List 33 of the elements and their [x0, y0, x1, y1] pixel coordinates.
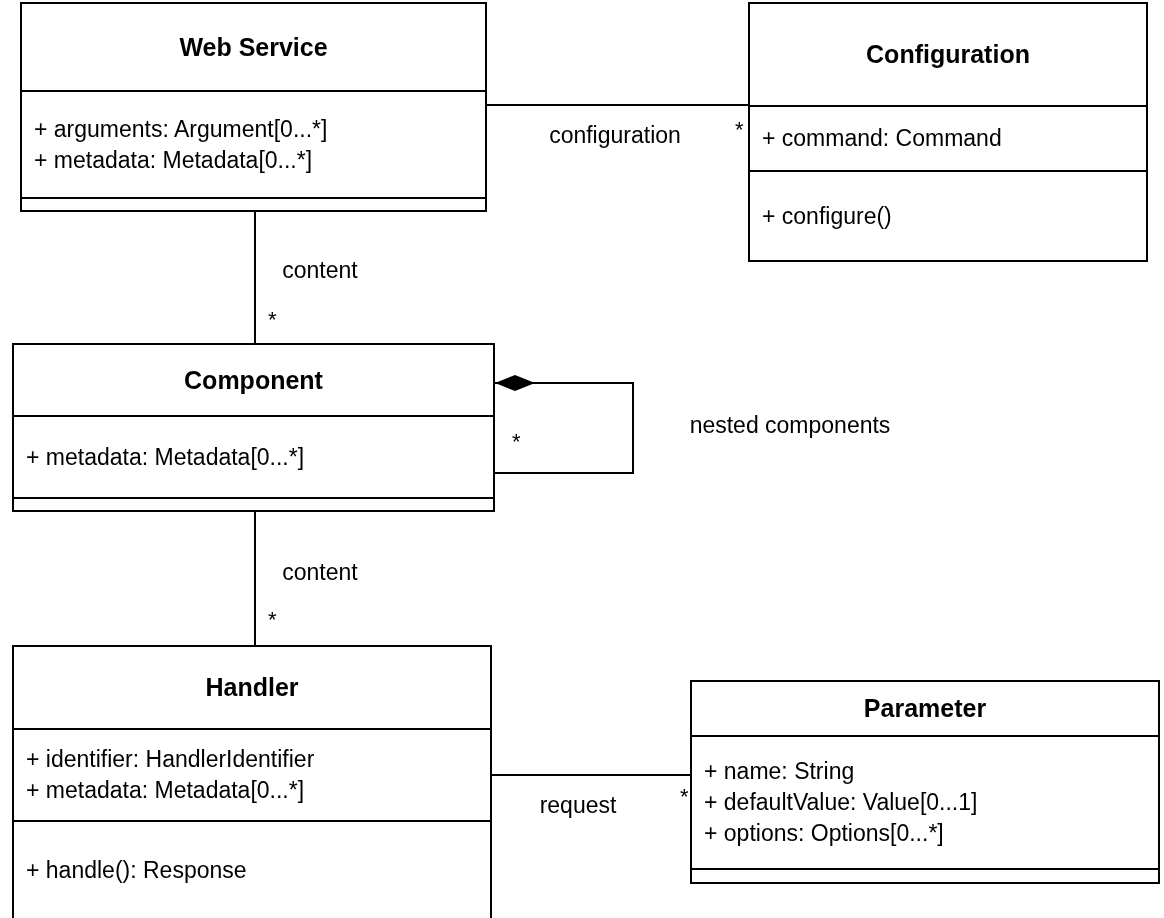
class-name: Web Service [178, 32, 329, 62]
attribute-text: + metadata: Metadata[0...*] [26, 442, 306, 472]
class-box [12, 343, 495, 512]
class-box [20, 2, 487, 212]
class-name: Configuration [865, 40, 1031, 69]
multiplicity-label: * [512, 430, 521, 454]
association-line [494, 375, 634, 474]
association-line [254, 511, 256, 646]
multiplicity-label: * [268, 308, 277, 332]
class-name: Handler [204, 673, 300, 702]
association-line [491, 774, 691, 776]
edge-label: nested components [689, 412, 891, 438]
attribute-text: + name: String [704, 757, 856, 786]
method-text: + configure() [762, 201, 893, 231]
attribute-text: + options: Options[0...*] [704, 819, 945, 848]
class-name: Parameter [862, 694, 988, 723]
attribute-text: + metadata: Metadata[0...*] [34, 145, 314, 175]
attribute-text: + metadata: Metadata[0...*] [26, 776, 306, 805]
edge-label: configuration [549, 122, 681, 148]
class-box [748, 2, 1148, 262]
multiplicity-label: * [680, 785, 689, 809]
association-line [254, 211, 256, 344]
attribute-text: + identifier: HandlerIdentifier [26, 745, 316, 774]
class-box [690, 680, 1160, 884]
association-line [486, 104, 749, 106]
attribute-text: + command: Command [762, 124, 1003, 153]
multiplicity-label: * [268, 608, 277, 632]
attribute-text: + defaultValue: Value[0...1] [704, 788, 979, 817]
method-text: + handle(): Response [26, 855, 248, 885]
class-box [12, 645, 492, 918]
class-name: Component [183, 365, 324, 395]
multiplicity-label: * [735, 118, 744, 142]
attribute-text: + arguments: Argument[0...*] [34, 114, 329, 144]
